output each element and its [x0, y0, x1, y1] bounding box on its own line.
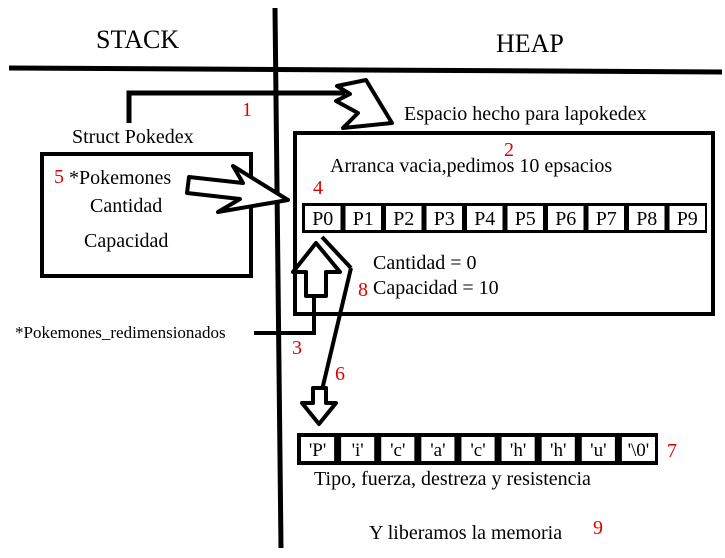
arrow-3-line	[254, 294, 316, 335]
step-number-3: 3	[292, 337, 302, 359]
char-label: '\0'	[628, 440, 650, 461]
char-cell	[541, 437, 575, 461]
free-memory-label: Y liberamos la memoria	[369, 522, 562, 544]
char-label: 'h'	[550, 440, 566, 461]
arrow-3-head	[291, 241, 342, 298]
char-cell	[581, 437, 615, 461]
char-label: 'P'	[309, 440, 326, 461]
step-number-4: 4	[313, 177, 323, 199]
char-cell	[341, 437, 375, 461]
arrow-6-head	[300, 386, 338, 426]
heap-title: HEAP	[496, 29, 564, 58]
slot-cell	[345, 206, 381, 230]
slot-label: P0	[312, 208, 333, 230]
char-array-description: Tipo, fuerza, destreza y resistencia	[314, 468, 591, 490]
step-number-6: 6	[335, 363, 345, 385]
stack-title: STACK	[96, 25, 179, 54]
cantidad-value: Cantidad = 0	[373, 252, 477, 274]
struct-field-capacidad: Capacidad	[84, 230, 168, 252]
slot-cell	[305, 206, 341, 230]
slot-label: P4	[474, 208, 495, 230]
slot-cell	[669, 206, 705, 230]
step-number-8: 8	[358, 279, 368, 301]
slot-label: P1	[353, 208, 374, 230]
char-label: 'a'	[430, 440, 445, 461]
slot-cell	[467, 206, 503, 230]
arrow-6-line-b	[320, 267, 353, 391]
char-cell	[621, 437, 655, 461]
arrow-5-pokemones	[185, 164, 290, 214]
step-number-9: 9	[593, 517, 603, 539]
step-number-2: 2	[504, 139, 514, 161]
slot-cell	[386, 206, 422, 230]
char-label: 'h'	[510, 440, 526, 461]
slot-label: P6	[555, 208, 576, 230]
stack-heap-divider-horizontal	[8, 65, 723, 75]
slot-label: P3	[434, 208, 455, 230]
slot-cell	[629, 206, 665, 230]
arrow-1-head	[334, 78, 394, 130]
step-number-7: 7	[667, 440, 677, 462]
char-label: 'u'	[590, 440, 606, 461]
capacidad-value: Capacidad = 10	[373, 277, 499, 299]
slot-cell	[548, 206, 584, 230]
slot-cell	[507, 206, 543, 230]
struct-field-pokemones: *Pokemones	[69, 167, 171, 189]
char-cell	[461, 437, 495, 461]
name-char-array: 'P' 'i' 'c' 'a' 'c' 'h' 'h' 'u' '\0'	[297, 433, 658, 465]
slot-label: P5	[515, 208, 536, 230]
slot-cell	[588, 206, 624, 230]
struct-field-cantidad: Cantidad	[90, 195, 162, 217]
pokemon-slots-array: P0 P1 P2 P3 P4 P5 P6 P7 P8 P9	[302, 203, 707, 233]
heap-description: Arranca vacia,pedimos 10 epsacios	[330, 155, 612, 177]
char-cell	[501, 437, 535, 461]
char-cell	[301, 437, 335, 461]
struct-box	[40, 152, 253, 278]
arrow-6-line-a	[320, 235, 353, 270]
slot-label: P8	[636, 208, 657, 230]
char-cell	[421, 437, 455, 461]
redim-pointer-label: *Pokemones_redimensionados	[15, 323, 226, 342]
step-number-5: 5	[54, 166, 64, 188]
slot-label: P7	[596, 208, 617, 230]
slot-cell	[426, 206, 462, 230]
char-label: 'i'	[352, 440, 364, 461]
heap-space-label: Espacio hecho para lapokedex	[404, 103, 647, 125]
step-number-1: 1	[242, 99, 252, 121]
heap-pokedex-box	[293, 131, 715, 316]
struct-title: Struct Pokedex	[72, 126, 194, 148]
stack-heap-divider-vertical	[272, 7, 284, 549]
char-cell	[381, 437, 415, 461]
arrow-1-line	[126, 90, 345, 123]
char-label: 'c'	[470, 440, 485, 461]
slot-label: P9	[677, 208, 698, 230]
slot-label: P2	[393, 208, 414, 230]
char-label: 'c'	[390, 440, 405, 461]
